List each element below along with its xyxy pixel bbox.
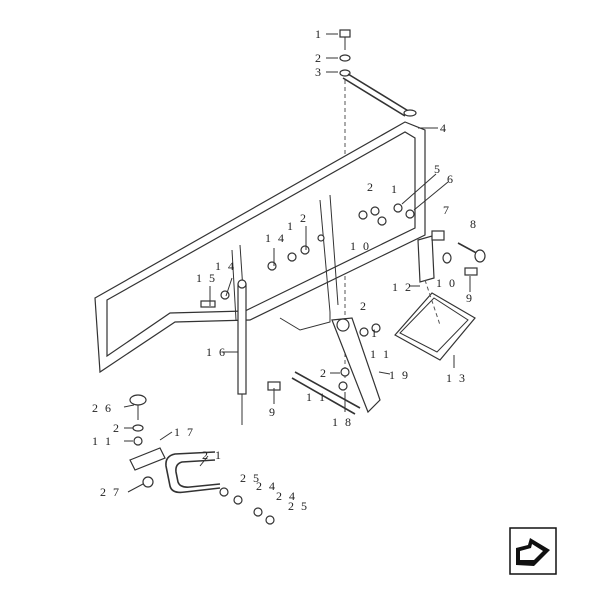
callout-11-arm: 1 1: [370, 347, 391, 361]
callout-12: 1 2: [392, 280, 413, 294]
callout-24-lower: 2 4: [276, 489, 297, 503]
callout-8: 8: [470, 217, 478, 231]
callout-2-frame-mid: 2: [300, 211, 308, 225]
strut: [237, 279, 247, 425]
callout-2-lower: 2: [113, 421, 121, 435]
tray: [394, 279, 476, 361]
callout-1-frame-mid: 1: [287, 219, 295, 233]
top-bolt-assembly: [339, 29, 417, 117]
callout-25-lower: 2 5: [288, 499, 309, 513]
callout-21: 2 1: [202, 448, 223, 462]
callout-27: 2 7: [100, 485, 121, 499]
lower-hardware: [129, 394, 275, 525]
callout-6: 6: [447, 172, 455, 186]
callout-4: 4: [440, 121, 448, 135]
callout-15: 1 5: [196, 271, 217, 285]
callout-16: 1 6: [206, 345, 227, 359]
callout-19: 1 9: [389, 368, 410, 382]
callout-13: 1 3: [446, 371, 467, 385]
callout-1-frame-right: 1: [391, 182, 399, 196]
callout-11-link: 1 1: [306, 390, 327, 404]
callout-1-top: 1: [315, 27, 323, 41]
next-page-button[interactable]: [509, 527, 557, 575]
callout-5: 5: [434, 162, 442, 176]
callout-1-arm: 1: [371, 326, 379, 340]
main-frame: [94, 121, 426, 374]
callout-3: 3: [315, 65, 323, 79]
callout-14-upper: 1 4: [265, 231, 286, 245]
callout-7: 7: [443, 203, 451, 217]
callout-18: 1 8: [332, 415, 353, 429]
callout-24-upper: 2 4: [256, 479, 277, 493]
callout-2-frame-right: 2: [367, 180, 375, 194]
callout-11-lower: 1 1: [92, 434, 113, 448]
callout-2-top: 2: [315, 51, 323, 65]
next-page-arrow-icon: [516, 538, 550, 566]
callout-9-left: 9: [269, 405, 277, 419]
callout-26: 2 6: [92, 401, 113, 415]
side-bracket: [417, 230, 486, 283]
callout-9-right: 9: [466, 291, 474, 305]
callout-14-lower: 1 4: [215, 259, 236, 273]
callout-2-link: 2: [320, 366, 328, 380]
callout-17: 1 7: [174, 425, 195, 439]
callout-2-arm: 2: [360, 299, 368, 313]
callout-25-upper: 2 5: [240, 471, 261, 485]
callout-labels: 1 2 3 4 5 6 2 1 7 8 1 4 1 2 1 0 1 5 1 4 …: [92, 27, 478, 513]
callout-10-lower: 1 0: [436, 276, 457, 290]
callout-10-upper: 1 0: [350, 239, 371, 253]
frame-hardware: [200, 203, 415, 308]
leader-lines: [123, 33, 471, 493]
